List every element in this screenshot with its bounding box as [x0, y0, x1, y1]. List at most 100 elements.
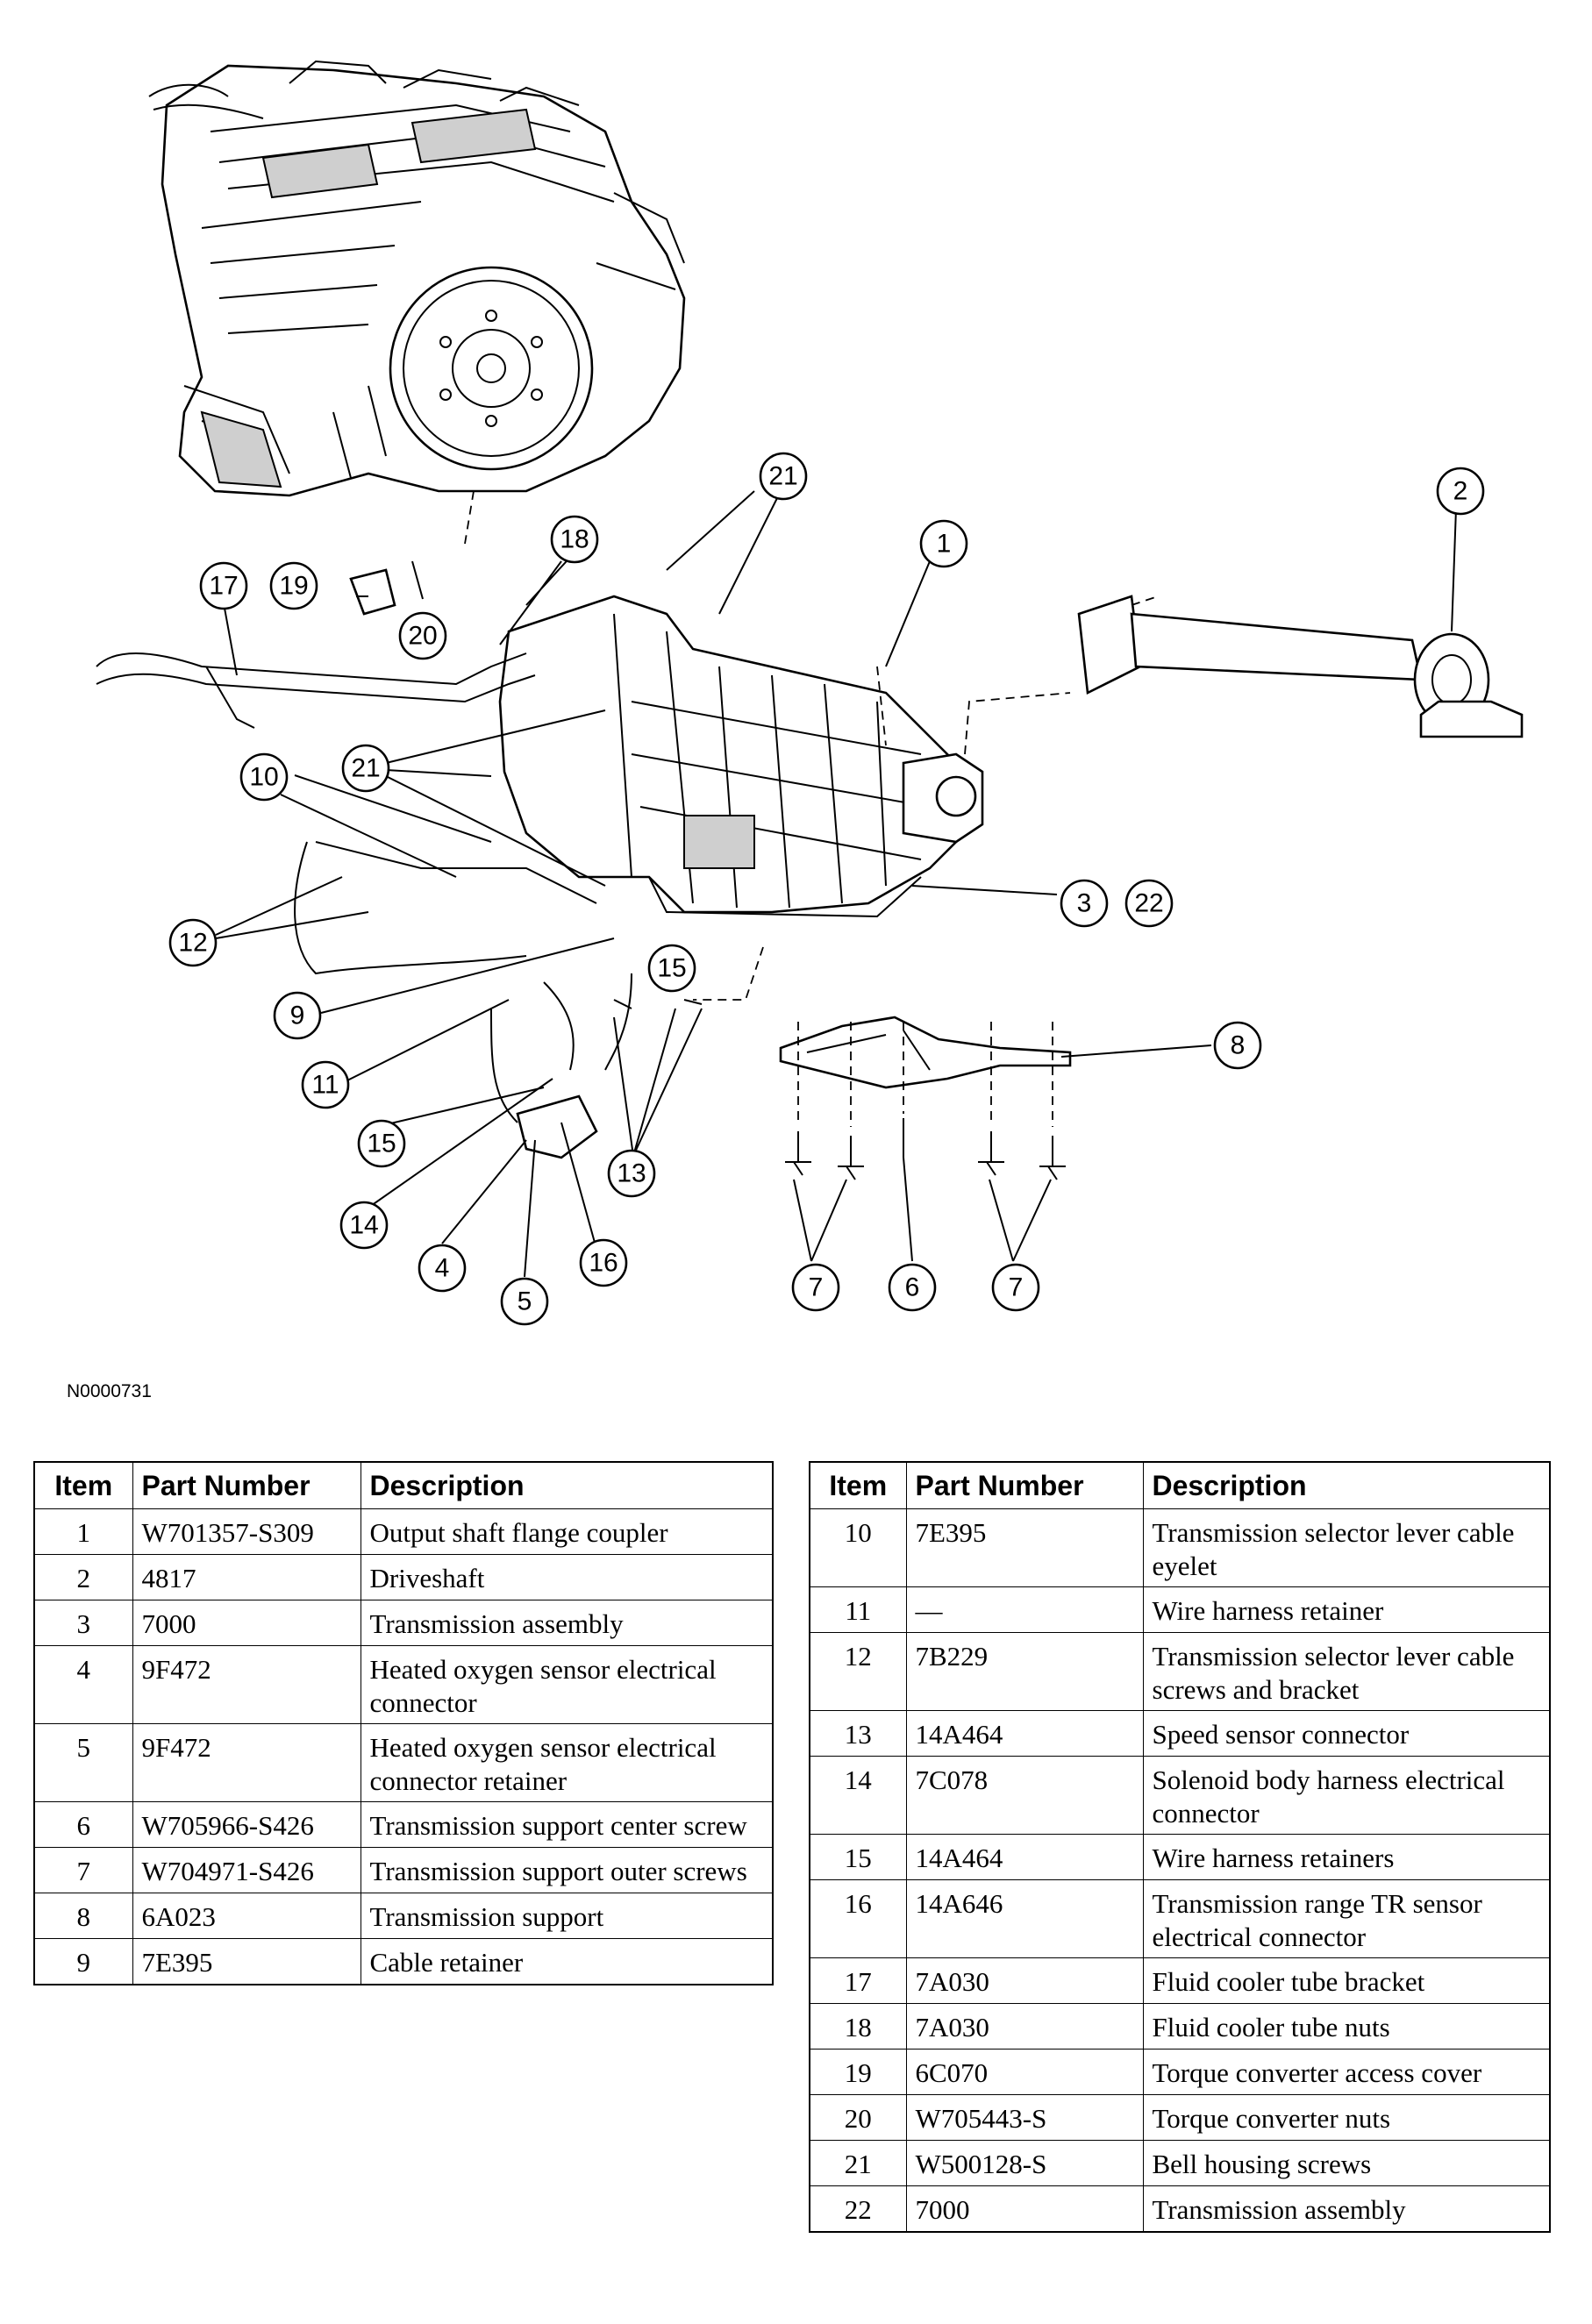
- cell-part-number: 7B229: [905, 1632, 1144, 1711]
- cell-part-number: 7C078: [905, 1756, 1144, 1835]
- cell-item: 13: [809, 1710, 907, 1757]
- cell-description: Solenoid body harness electrical connect…: [1142, 1756, 1551, 1835]
- callout-22: 22: [1124, 879, 1174, 928]
- cell-part-number: 7E395: [905, 1508, 1144, 1587]
- cell-description: Transmission selector lever cable eyelet: [1142, 1508, 1551, 1587]
- callout-1: 1: [919, 519, 968, 568]
- cell-part-number: W705966-S426: [132, 1801, 361, 1848]
- callout-15b: 15: [357, 1119, 406, 1168]
- callout-label: 13: [617, 1159, 646, 1188]
- callout-6: 6: [888, 1263, 937, 1312]
- cell-description: Torque converter access cover: [1142, 2049, 1551, 2095]
- callout-label: 3: [1077, 889, 1092, 918]
- cell-item: 6: [33, 1801, 133, 1848]
- cell-item: 22: [809, 2185, 907, 2232]
- callout-18: 18: [550, 515, 599, 564]
- cell-item: 4: [33, 1645, 133, 1724]
- cell-item: 1: [33, 1508, 133, 1555]
- callout-20: 20: [398, 611, 447, 660]
- cell-part-number: 9F472: [132, 1645, 361, 1724]
- callout-label: 5: [518, 1287, 532, 1316]
- callout-label: 19: [279, 572, 308, 601]
- cell-description: Driveshaft: [360, 1554, 774, 1600]
- cell-part-number: 7A030: [905, 2003, 1144, 2050]
- cell-item: 15: [809, 1834, 907, 1880]
- cell-part-number: W500128-S: [905, 2140, 1144, 2186]
- cell-part-number: 7000: [132, 1600, 361, 1646]
- cell-part-number: 7000: [905, 2185, 1144, 2232]
- cell-item: 3: [33, 1600, 133, 1646]
- callout-11: 11: [301, 1060, 350, 1109]
- cell-item: 20: [809, 2094, 907, 2141]
- callout-label: 11: [311, 1071, 339, 1100]
- callout-label: 21: [768, 462, 797, 491]
- cell-description: Output shaft flange coupler: [360, 1508, 774, 1555]
- callout-19: 19: [269, 561, 318, 610]
- header-description: Description: [1142, 1461, 1551, 1509]
- cell-item: 12: [809, 1632, 907, 1711]
- cell-item: 17: [809, 1957, 907, 2004]
- callout-15a: 15: [647, 944, 696, 993]
- cell-item: 2: [33, 1554, 133, 1600]
- cell-description: Fluid cooler tube bracket: [1142, 1957, 1551, 2004]
- cell-part-number: W701357-S309: [132, 1508, 361, 1555]
- cell-description: Wire harness retainers: [1142, 1834, 1551, 1880]
- callout-7a: 7: [791, 1263, 840, 1312]
- cell-description: Heated oxygen sensor electrical connecto…: [360, 1645, 774, 1724]
- cell-part-number: 14A464: [905, 1834, 1144, 1880]
- header-part-number: Part Number: [905, 1461, 1144, 1509]
- header-description: Description: [360, 1461, 774, 1509]
- callout-12: 12: [168, 918, 218, 967]
- callout-17: 17: [199, 561, 248, 610]
- callout-label: 2: [1453, 477, 1468, 506]
- cell-part-number: 4817: [132, 1554, 361, 1600]
- header-item: Item: [809, 1461, 907, 1509]
- cell-description: Transmission assembly: [360, 1600, 774, 1646]
- cell-description: Torque converter nuts: [1142, 2094, 1551, 2141]
- figure-id: N0000731: [67, 1381, 152, 1401]
- callout-21a: 21: [759, 452, 808, 501]
- engine-illustration: [148, 60, 686, 497]
- cell-description: Transmission assembly: [1142, 2185, 1551, 2232]
- cell-description: Bell housing screws: [1142, 2140, 1551, 2186]
- cell-item: 11: [809, 1586, 907, 1633]
- table-row: 11—Wire harness retainer: [809, 1586, 1551, 1633]
- cell-part-number: 7A030: [905, 1957, 1144, 2004]
- callout-4: 4: [418, 1244, 467, 1293]
- callout-3: 3: [1060, 879, 1109, 928]
- cell-item: 14: [809, 1756, 907, 1835]
- cell-part-number: W704971-S426: [132, 1847, 361, 1893]
- callout-label: 16: [589, 1249, 618, 1278]
- callout-5: 5: [500, 1277, 549, 1326]
- callout-2: 2: [1436, 467, 1485, 516]
- cell-item: 9: [33, 1938, 133, 1985]
- callout-13: 13: [607, 1149, 656, 1198]
- callout-label: 12: [178, 929, 207, 958]
- cell-description: Transmission selector lever cable screws…: [1142, 1632, 1551, 1711]
- callout-label: 6: [905, 1273, 920, 1302]
- cell-part-number: W705443-S: [905, 2094, 1144, 2141]
- harness-and-tube-illustration: [96, 568, 703, 1159]
- callout-label: 14: [349, 1211, 378, 1240]
- callout-label: 21: [351, 754, 380, 783]
- callout-14: 14: [339, 1201, 389, 1250]
- callout-21b: 21: [341, 744, 390, 793]
- cell-item: 5: [33, 1723, 133, 1802]
